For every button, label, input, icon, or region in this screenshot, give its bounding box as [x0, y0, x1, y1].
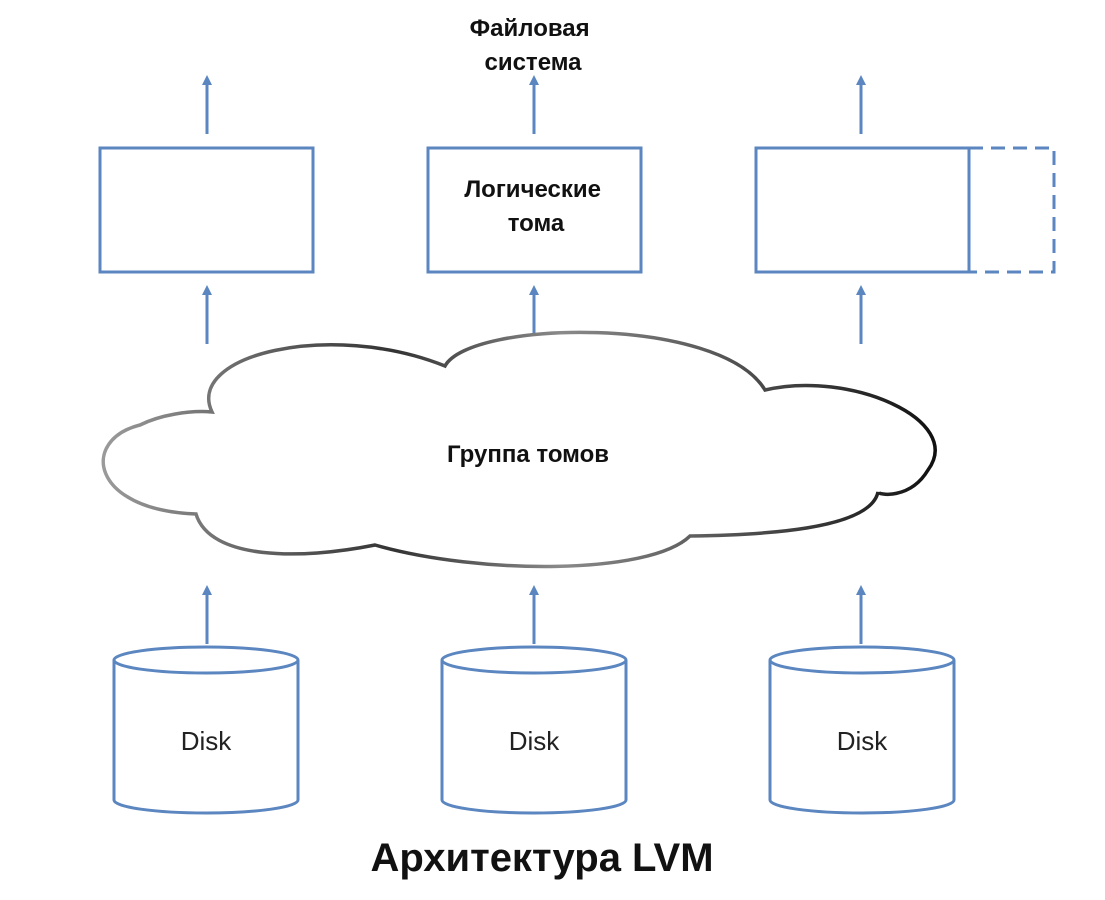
- disk-3: Disk: [768, 645, 956, 815]
- disk-3-top: [768, 645, 956, 675]
- disk-3-label: Disk: [837, 726, 889, 756]
- disk-1-label: Disk: [181, 726, 233, 756]
- logical-volumes-label: Логические тома: [464, 176, 607, 237]
- disk-2-top: [440, 645, 628, 675]
- disk-2: Disk: [440, 645, 628, 815]
- filesystem-label-line1: Файловая: [470, 15, 590, 42]
- logical-volumes-label-line2: тома: [508, 210, 565, 237]
- disk-2-label: Disk: [509, 726, 561, 756]
- disk-1: Disk: [112, 645, 300, 815]
- volume-group-cloud: [101, 330, 937, 569]
- logical-volume-box-3: [754, 146, 971, 274]
- diagram-title: Архитектура LVM: [370, 836, 713, 880]
- logical-volumes-label-line1: Логические: [464, 176, 601, 203]
- logical-volume-box-2: [426, 146, 643, 274]
- logical-volume-box-1: [98, 146, 315, 274]
- disk-2-body: [440, 660, 628, 815]
- disk-1-top: [112, 645, 300, 675]
- logical-volume-extension-dashed: [969, 146, 1056, 274]
- filesystem-label-line2: система: [484, 49, 582, 76]
- volume-group-label: Группа томов: [447, 441, 609, 468]
- filesystem-label: Файловая система: [470, 15, 597, 76]
- disk-1-body: [112, 660, 300, 815]
- disk-3-body: [768, 660, 956, 815]
